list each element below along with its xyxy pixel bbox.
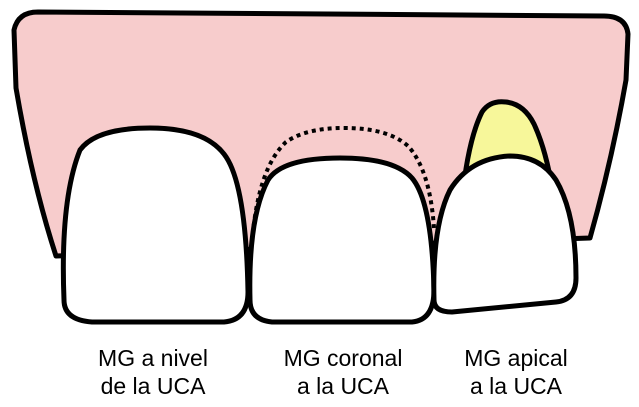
caption-line: a la UCA (426, 372, 606, 400)
caption-tooth-left: MG a nivel de la UCA (63, 344, 243, 400)
caption-tooth-right: MG apical a la UCA (426, 344, 606, 400)
caption-line: MG coronal (253, 344, 433, 372)
caption-line: MG a nivel (63, 344, 243, 372)
caption-line: a la UCA (253, 372, 433, 400)
tooth-right (434, 156, 576, 312)
tooth-middle (250, 158, 434, 322)
caption-line: MG apical (426, 344, 606, 372)
caption-tooth-middle: MG coronal a la UCA (253, 344, 433, 400)
caption-line: de la UCA (63, 372, 243, 400)
tooth-left (63, 128, 248, 322)
